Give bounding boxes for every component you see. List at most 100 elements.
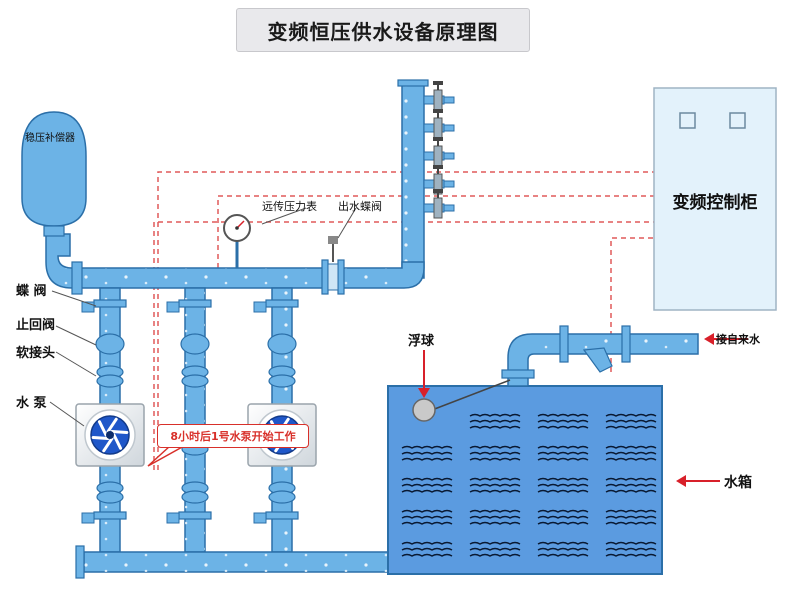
wave-line [469,521,521,525]
wave-line [605,445,657,449]
branch-outlet [423,165,455,195]
wave-line [537,553,589,557]
riser-pipe [397,79,429,279]
gauge-label: 远传压力表 [262,200,317,213]
signal-line-top [157,171,654,470]
wave-line [537,451,589,455]
wave-line [401,457,453,461]
pump-callout: 8小时后1号水泵开始工作 [157,424,309,448]
wave-line [537,425,589,429]
pressure-tank-label: 稳压补偿器 [25,133,75,144]
wave-line [605,553,657,557]
pump-columns [75,287,317,553]
wave-line [537,515,589,519]
wave-line [401,515,453,519]
wave-line [469,419,521,423]
wave-line [469,515,521,519]
wave-line [605,483,657,487]
wave-line [469,477,521,481]
pump-column [247,287,317,553]
wave-line [469,547,521,551]
control-cabinet [653,87,777,311]
signal-line-gauge [217,195,654,268]
wave-line [401,547,453,551]
wave-line [401,477,453,481]
wave-line [401,445,453,449]
wave-line [605,509,657,513]
butterfly-valve-label: 蝶 阀 [16,284,47,299]
wave-line [605,425,657,429]
wave-line [469,425,521,429]
wave-line [401,509,453,513]
wave-line [401,483,453,487]
float-ball [412,379,511,422]
signal-line-mid [153,221,654,470]
water-tank-label: 水箱 [724,475,752,491]
suction-pipe [75,545,395,579]
wave-line [605,541,657,545]
wave-line [537,419,589,423]
float-ball-label: 浮球 [408,334,435,349]
label-arrows [418,333,748,487]
pump-icon [75,403,145,467]
pressure-tank [21,111,87,237]
wave-line [469,457,521,461]
wave-line [605,547,657,551]
wave-line [469,413,521,417]
wave-line [537,521,589,525]
wave-line [401,541,453,545]
wave-line [537,413,589,417]
wave-line [605,515,657,519]
wave-line [401,521,453,525]
wave-line [537,457,589,461]
wave-line [537,483,589,487]
wave-line [469,489,521,493]
wave-line [537,509,589,513]
left-leader-lines [49,207,357,427]
wave-line [401,489,453,493]
branch-outlet [423,189,455,219]
signal-line-float [610,237,654,372]
pump-label: 水 泵 [16,396,47,411]
inlet-label: 接自来水 [716,333,760,346]
wave-line [537,489,589,493]
branch-outlet [423,137,455,167]
cabinet-label: 变频控制柜 [672,193,758,213]
pump-column [75,287,145,553]
branch-outlet [423,81,455,111]
wave-line [469,483,521,487]
wave-line [401,553,453,557]
wave-line [469,553,521,557]
pump-column [166,287,212,553]
soft-joint-label: 软接头 [16,346,56,361]
wave-line [605,413,657,417]
wave-line [537,541,589,545]
water-waves [401,413,657,557]
wave-line [469,541,521,545]
wave-line [605,451,657,455]
inlet-pipe [501,325,699,387]
wave-line [605,489,657,493]
branch-outlet [423,109,455,139]
wave-line [401,451,453,455]
header-pipe [45,233,425,295]
wave-line [605,457,657,461]
wave-line [469,509,521,513]
wave-line [605,419,657,423]
outlet-butterfly-valve [321,236,345,295]
wave-line [537,477,589,481]
wave-line [605,477,657,481]
wave-line [469,445,521,449]
pressure-gauge [223,214,251,268]
branch-outlets [423,81,455,219]
outlet-valve-label: 出水蝶阀 [338,200,382,213]
signal-lines [153,171,654,470]
check-valve-label: 止回阀 [16,318,56,333]
wave-line [469,451,521,455]
wave-line [605,521,657,525]
diagram-title: 变频恒压供水设备原理图 [236,8,530,52]
wave-line [537,547,589,551]
wave-line [537,445,589,449]
